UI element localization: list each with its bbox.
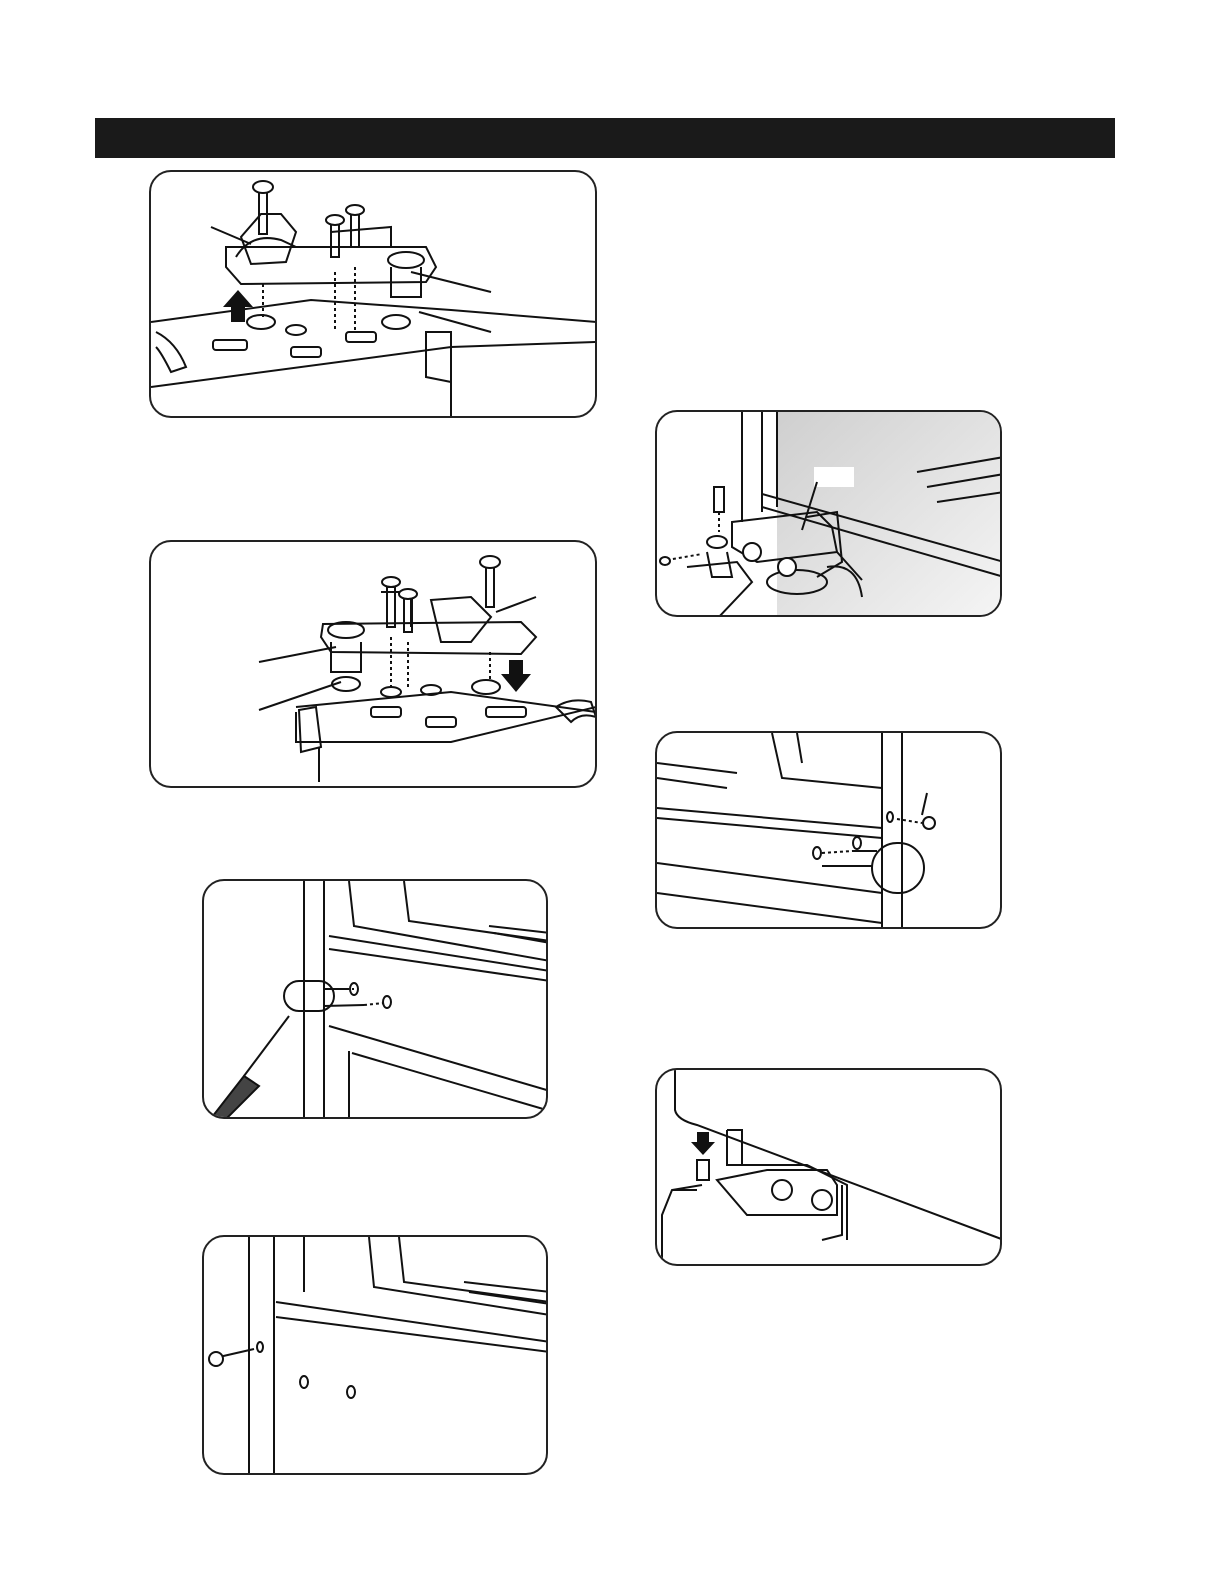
figure-install-door-handle xyxy=(655,731,1002,929)
figure-remove-top-hinge xyxy=(149,170,597,418)
section-header-bar xyxy=(95,118,1115,158)
hinge-illustration xyxy=(151,542,597,788)
arrow-down-icon xyxy=(501,660,531,692)
arrow-down-icon xyxy=(691,1132,715,1155)
figure-install-top-hinge xyxy=(149,540,597,788)
figure-hinge-hole-screw xyxy=(202,1235,548,1475)
screw-icon xyxy=(209,1352,223,1366)
door-illustration xyxy=(204,881,548,1119)
screw-icon xyxy=(923,817,935,829)
figure-bottom-hinge-bracket xyxy=(655,410,1002,617)
door-illustration xyxy=(657,733,1002,929)
screwdriver-icon xyxy=(209,1076,259,1119)
hinge-illustration xyxy=(151,172,597,418)
part-label-box xyxy=(814,467,854,487)
arrow-up-icon xyxy=(223,290,253,322)
hinge-pin-illustration xyxy=(657,1070,1002,1266)
figure-lower-hinge-pin xyxy=(655,1068,1002,1266)
hinge-bracket-illustration xyxy=(657,412,1002,617)
door-illustration xyxy=(204,1237,548,1475)
figure-remove-door-handle xyxy=(202,879,548,1119)
